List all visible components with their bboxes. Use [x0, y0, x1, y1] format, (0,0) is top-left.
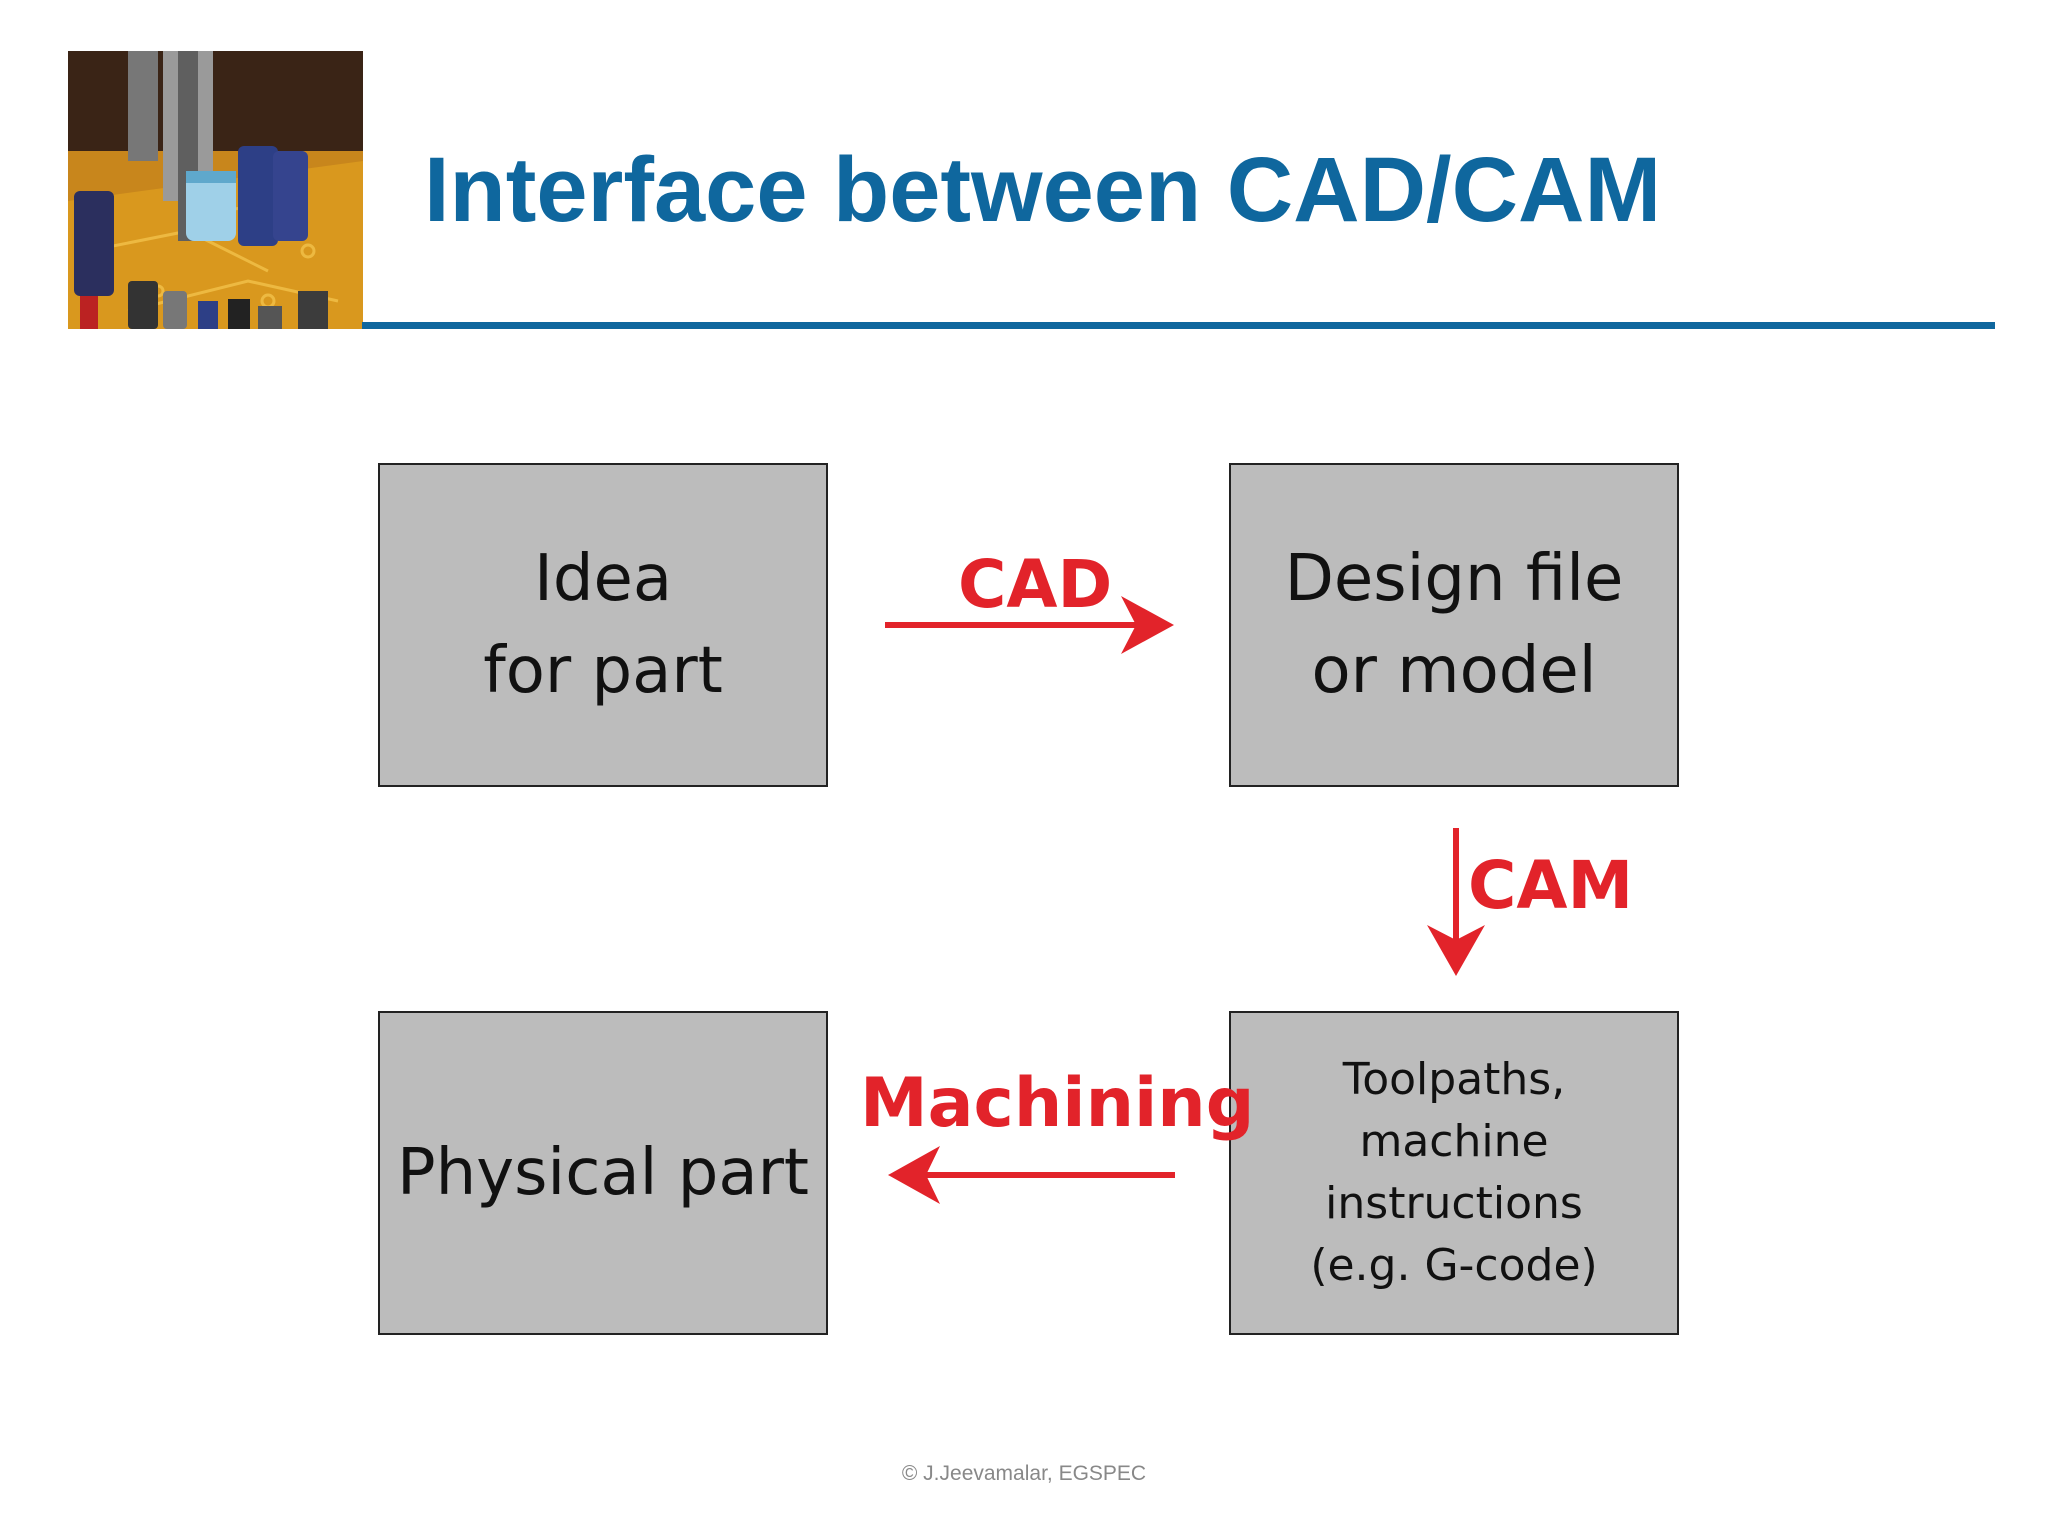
toolpaths-box-line: (e.g. G-code): [1310, 1240, 1598, 1291]
idea-box: Idea for part: [378, 463, 828, 787]
design-box-line: or model: [1311, 634, 1597, 708]
slide-title: Interface between CAD/CAM: [424, 139, 1662, 241]
design-file-box: Design file or model: [1229, 463, 1679, 787]
footer-copyright: © J.Jeevamalar, EGSPEC: [901, 1462, 1147, 1485]
cam-label: CAM: [1468, 847, 1634, 924]
idea-box-line: Idea: [533, 542, 673, 616]
toolpaths-box-line: machine: [1359, 1116, 1549, 1167]
cad-label: CAD: [958, 546, 1113, 623]
toolpaths-box-line: instructions: [1325, 1178, 1583, 1229]
toolpaths-box: Toolpaths, machine instructions (e.g. G-…: [1229, 1011, 1679, 1335]
physical-box-line: Physical part: [397, 1136, 809, 1210]
machining-arrow: [888, 1146, 1175, 1204]
machining-label: Machining: [860, 1064, 1255, 1143]
idea-box-line: for part: [483, 634, 723, 708]
design-box-line: Design file: [1284, 542, 1624, 616]
physical-part-box: Physical part: [378, 1011, 828, 1335]
toolpaths-box-line: Toolpaths,: [1342, 1054, 1566, 1105]
circuit-board-photo: [68, 51, 363, 329]
title-rule: [362, 322, 1995, 329]
